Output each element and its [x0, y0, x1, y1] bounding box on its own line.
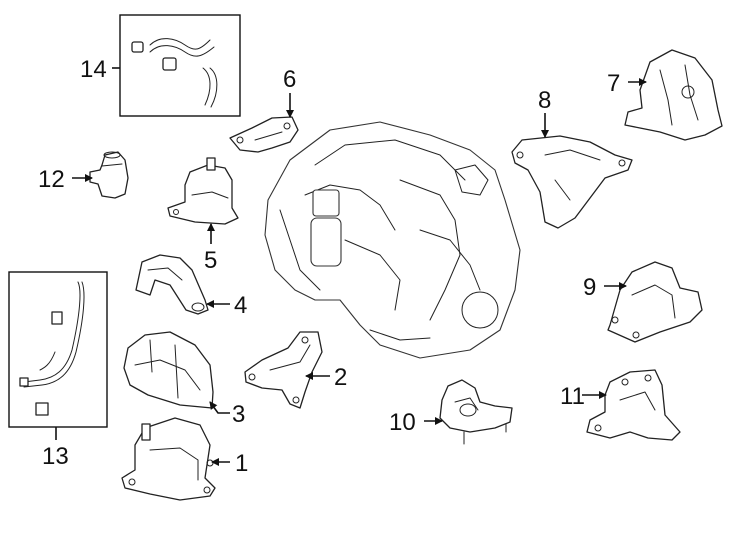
- leader-lines: [55, 67, 647, 466]
- callout-14: 14: [80, 56, 107, 83]
- part-6-upper-bracket: [229, 116, 299, 153]
- part-4-support-bracket: [135, 254, 209, 315]
- part-11-mount-bracket: [586, 369, 681, 441]
- part-7-mount-cover: [624, 49, 723, 141]
- callout-13: 13: [42, 443, 69, 470]
- engine-illustration: [264, 121, 521, 359]
- callout-5: 5: [204, 247, 217, 274]
- callout-6: 6: [283, 66, 296, 93]
- part-8-bracket: [511, 135, 633, 229]
- part-13-box: [8, 271, 108, 428]
- callout-numbers: 1 2 3 4 5 6 7 8 9 10 11 12 13 14: [38, 56, 620, 477]
- callout-11: 11: [560, 383, 585, 410]
- part-3-mount-housing: [123, 331, 214, 409]
- part-5-engine-mount: [167, 157, 239, 225]
- callout-9: 9: [583, 274, 596, 301]
- part-14-hose-kit: [119, 14, 241, 117]
- callout-4: 4: [234, 292, 247, 319]
- part-1-engine-mount: [121, 417, 216, 501]
- part-14-box: [119, 14, 241, 117]
- leader-3: [209, 401, 230, 414]
- part-2-mount-bracket: [244, 331, 323, 409]
- callout-1: 1: [235, 450, 248, 477]
- callout-12: 12: [38, 166, 65, 193]
- callout-8: 8: [538, 87, 551, 114]
- callout-7: 7: [607, 70, 620, 97]
- part-10-transmission-mount: [439, 379, 513, 445]
- callout-3: 3: [232, 401, 245, 428]
- part-12-solenoid-valve: [89, 151, 129, 199]
- callout-10: 10: [389, 409, 416, 436]
- callout-2: 2: [334, 364, 347, 391]
- part-9-engine-mount: [607, 261, 703, 343]
- part-13-hose-kit: [8, 271, 108, 428]
